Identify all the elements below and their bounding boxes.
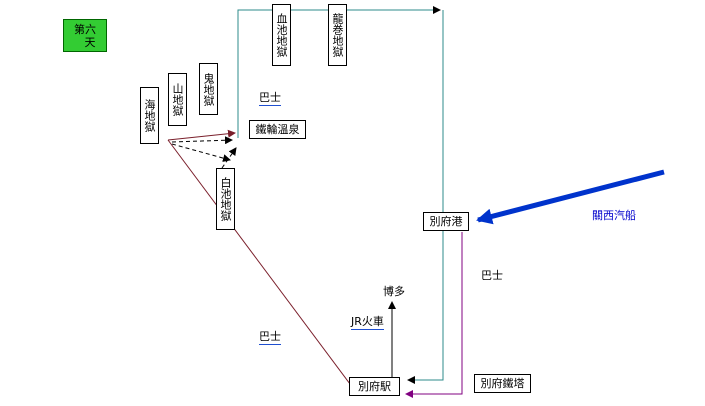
beppu-tower-box[interactable]: 別府鐵塔 bbox=[474, 374, 531, 393]
dashed-arrow-upper bbox=[171, 136, 233, 145]
chinoike-jigoku-box[interactable]: 血池地獄 bbox=[272, 4, 291, 66]
maroon-arrow-kannawa bbox=[167, 129, 236, 141]
beppu-station-box[interactable]: 別府駅 bbox=[349, 377, 400, 396]
hakata-label: 博多 bbox=[383, 285, 405, 298]
ferry-arrow bbox=[476, 169, 665, 225]
day-badge-line1: 第六 bbox=[74, 23, 96, 36]
teal-route-descend bbox=[407, 10, 444, 384]
bus-label-upper: 巴士 bbox=[259, 91, 281, 106]
day-badge: 第六 天 bbox=[63, 19, 107, 52]
oni-jigoku-box[interactable]: 鬼地獄 bbox=[199, 63, 218, 115]
teal-route-line bbox=[237, 6, 441, 138]
beppu-port-box[interactable]: 別府港 bbox=[423, 212, 469, 231]
day-badge-line2: 天 bbox=[84, 36, 96, 49]
jr-train-label: JR火車 bbox=[351, 315, 384, 330]
yama-jigoku-box[interactable]: 山地獄 bbox=[168, 73, 187, 126]
kansai-ferry-label: 關西汽船 bbox=[592, 209, 636, 222]
tatsumaki-jigoku-box[interactable]: 龍巻地獄 bbox=[328, 4, 347, 66]
purple-route-line bbox=[405, 232, 463, 398]
kannawa-onsen-box[interactable]: 鐵輪溫泉 bbox=[249, 120, 306, 139]
dashed-arrow-lower bbox=[171, 143, 231, 162]
bus-label-right: 巴士 bbox=[481, 269, 503, 282]
bus-label-lower: 巴士 bbox=[259, 330, 281, 345]
umi-jigoku-box[interactable]: 海地獄 bbox=[140, 87, 159, 144]
shiraike-jigoku-box[interactable]: 白池地獄 bbox=[216, 168, 235, 230]
maroon-bus-line bbox=[167, 139, 351, 385]
dashed-arrow-shiraike bbox=[221, 147, 237, 169]
